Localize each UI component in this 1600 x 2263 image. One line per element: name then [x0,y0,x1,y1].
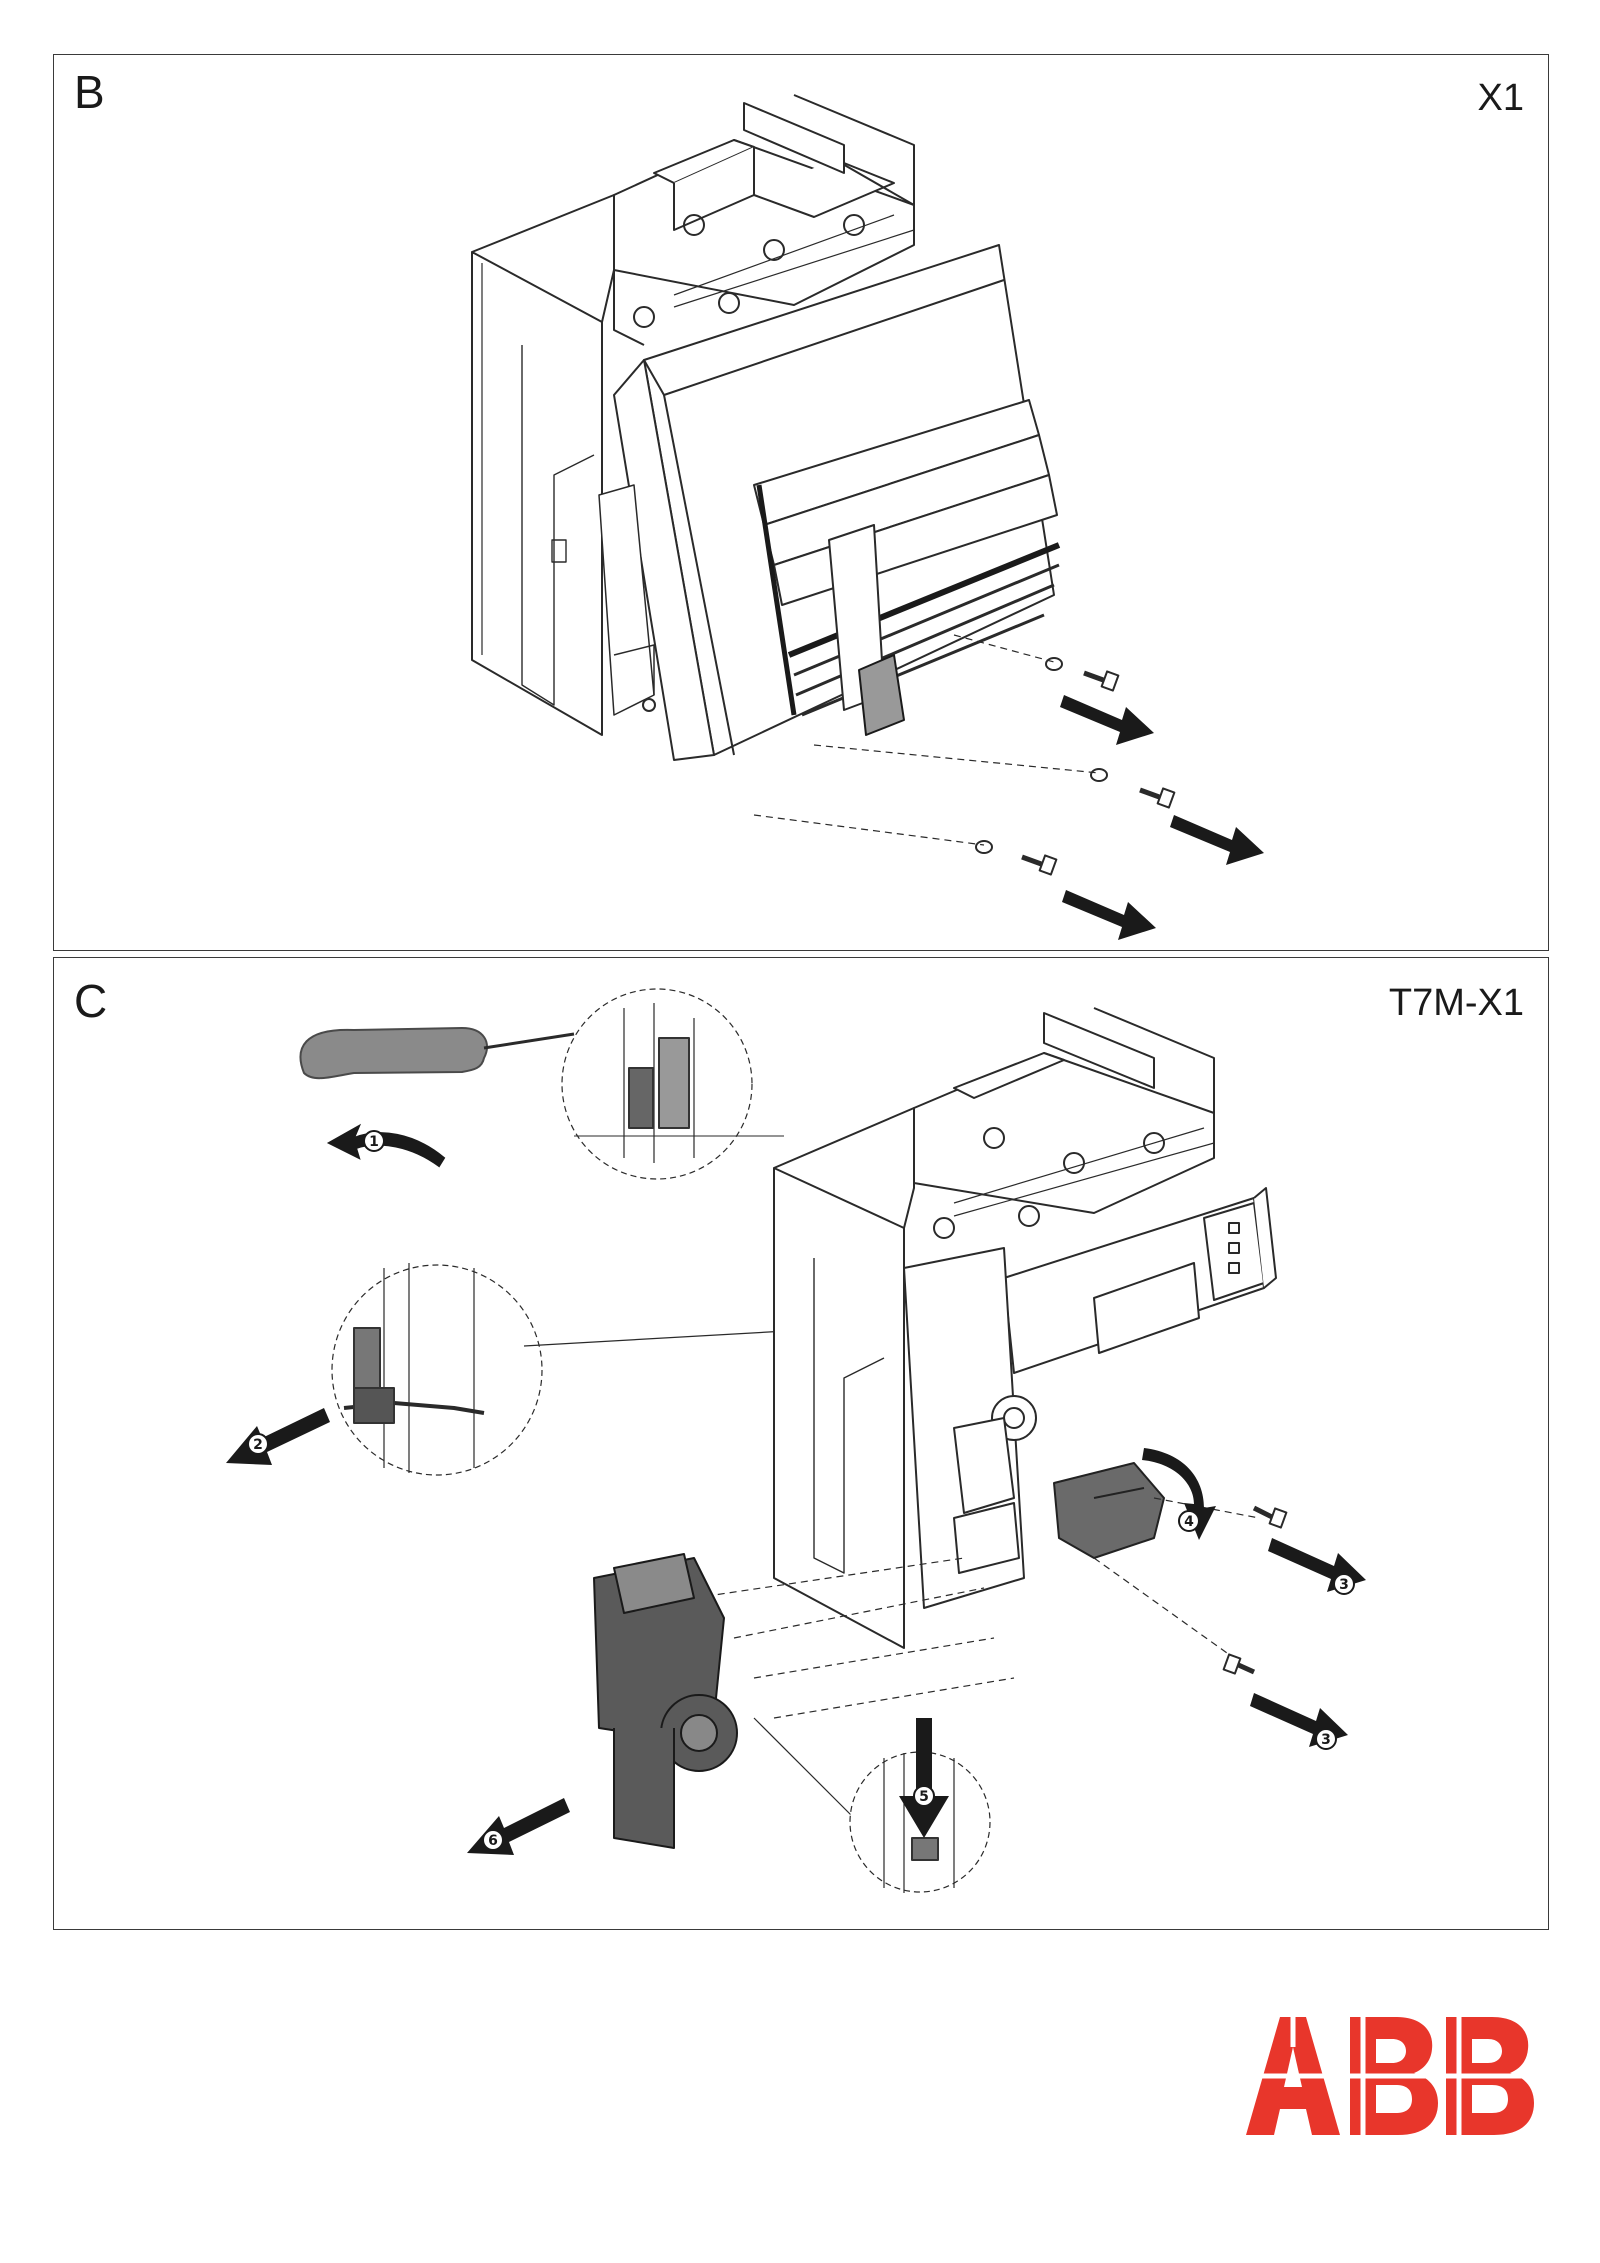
breaker-x1-illustration [471,94,1264,940]
step-badge-3b: 3 [1315,1728,1337,1750]
svg-text:2: 2 [253,1437,263,1453]
panel-b-code: X1 [1477,77,1524,119]
svg-text:3: 3 [1339,1577,1349,1593]
panel-c-letter: C [74,975,108,1027]
panel-b-letter: B [74,66,105,118]
step-badge-3a: 3 [1333,1573,1355,1595]
svg-text:5: 5 [919,1789,929,1805]
step-badge-4: 4 [1178,1510,1200,1532]
panel-c-code: T7M-X1 [1388,982,1524,1024]
svg-text:3: 3 [1321,1732,1331,1748]
abb-logo [1246,2017,1542,2135]
step-badge-6: 6 [482,1829,504,1851]
breaker-t7m-x1-illustration: 1 2 3 3 4 5 6 [226,988,1366,1893]
panel-c: C T7M-X1 [53,957,1549,1930]
svg-text:6: 6 [488,1833,498,1849]
step-badge-1: 1 [363,1130,385,1152]
step-badge-2: 2 [247,1433,269,1455]
svg-text:1: 1 [369,1134,379,1150]
svg-text:4: 4 [1184,1514,1194,1530]
panel-b: B X1 [53,54,1549,951]
step-badge-5: 5 [913,1785,935,1807]
